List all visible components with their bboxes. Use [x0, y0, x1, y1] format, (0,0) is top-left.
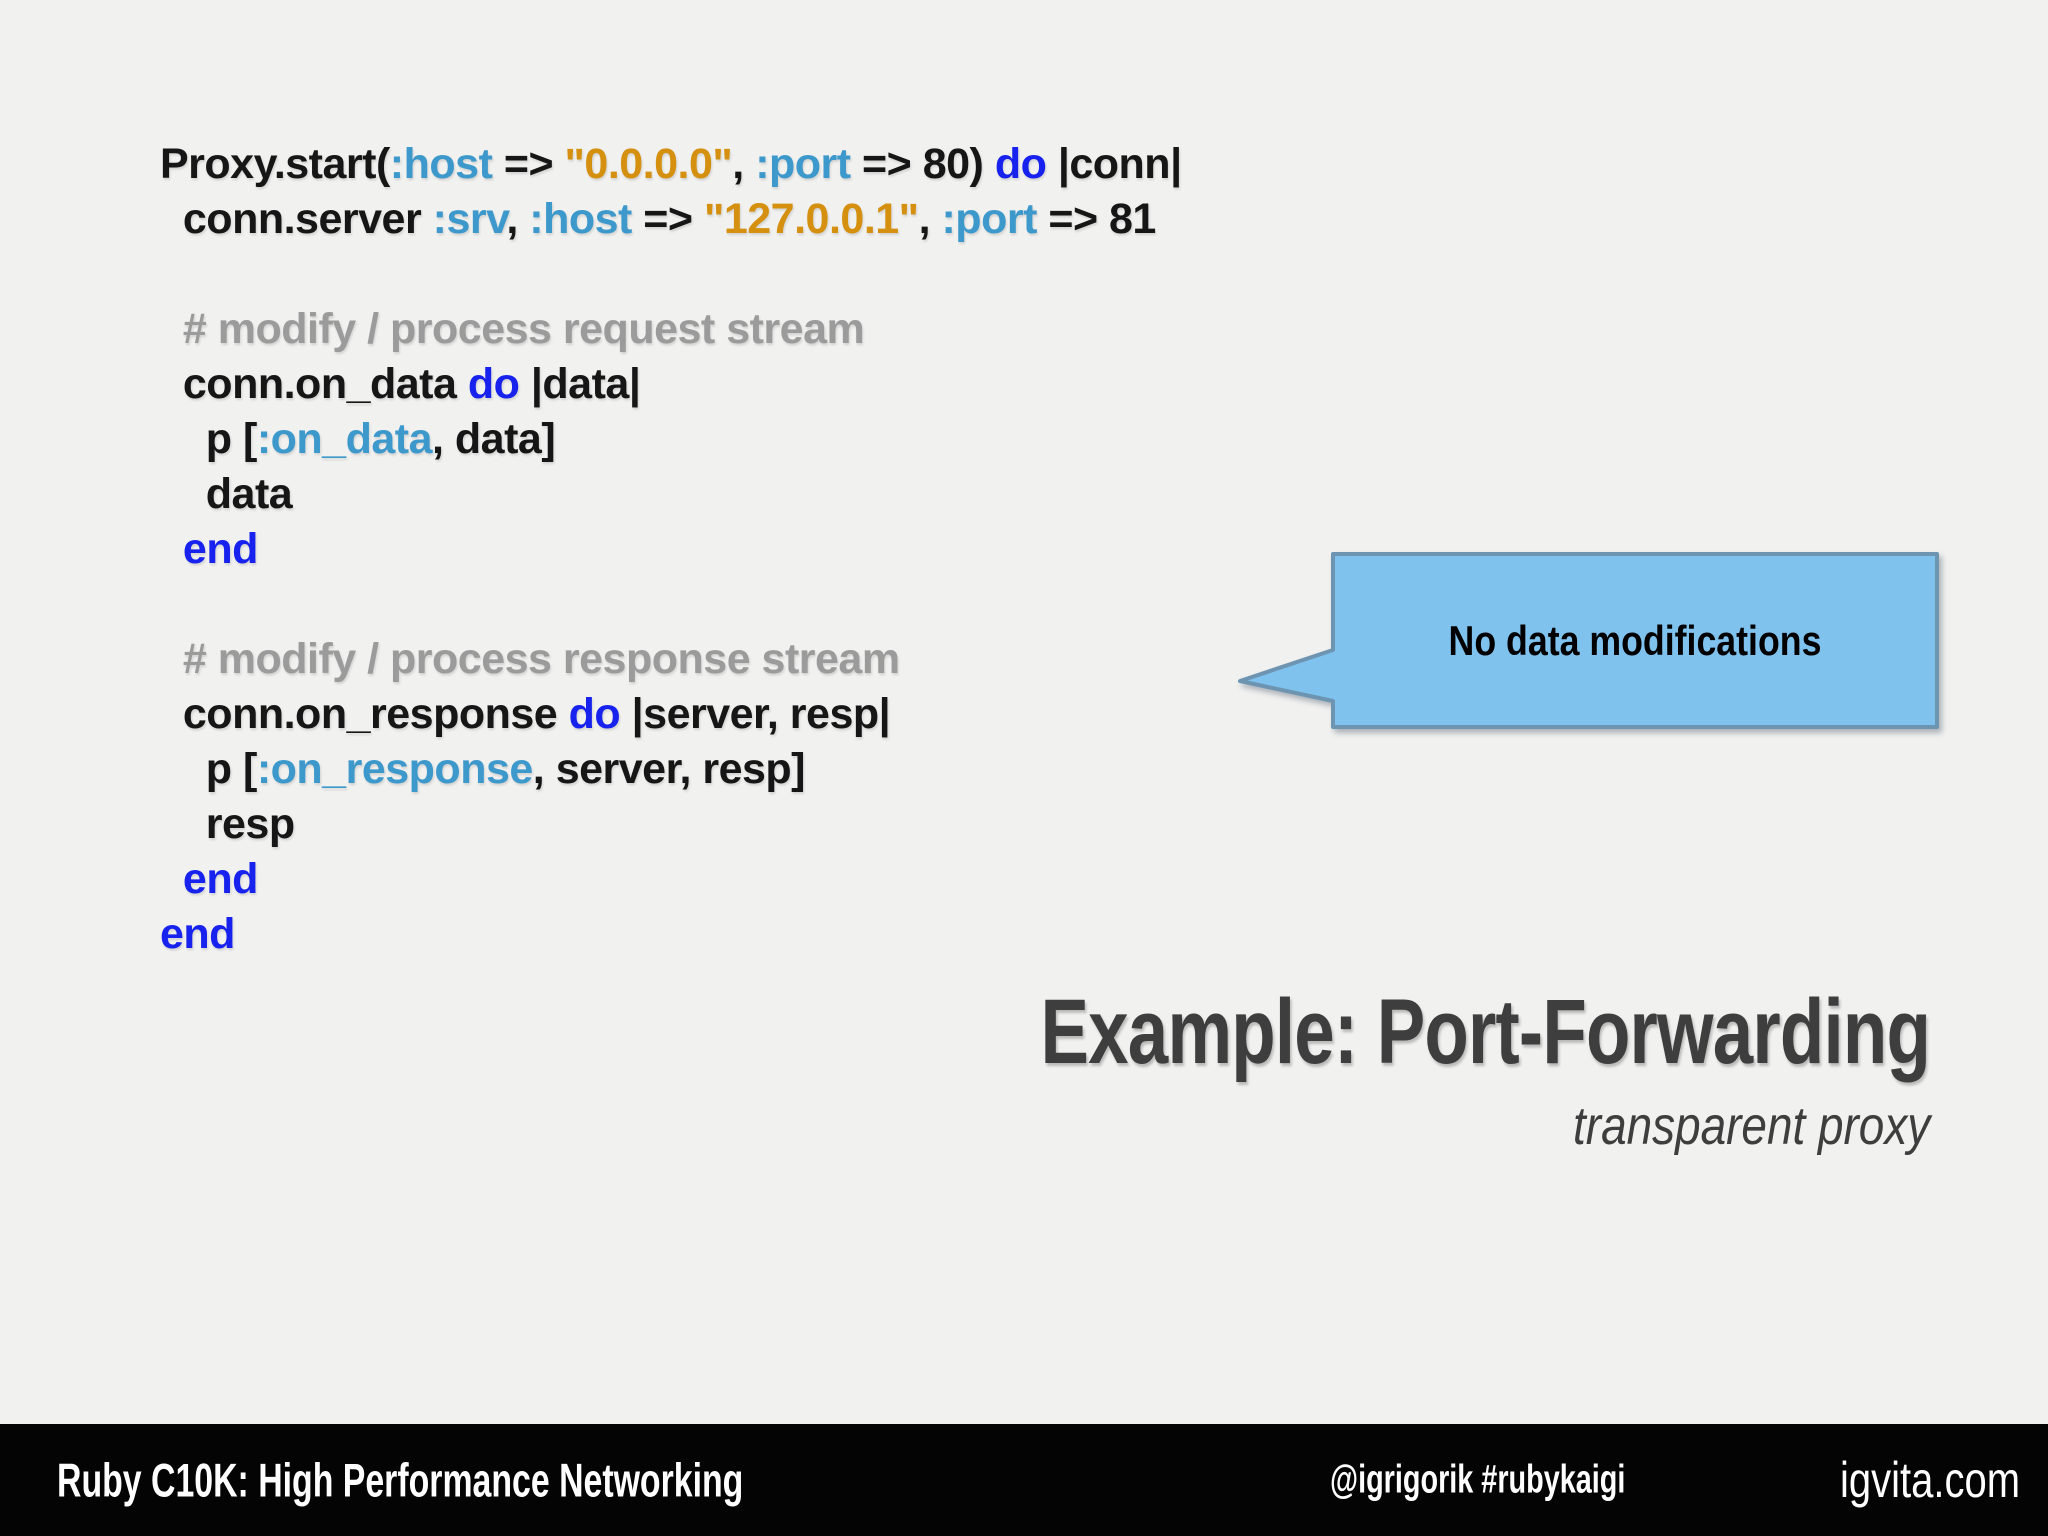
code-segment: :on_data — [256, 415, 433, 463]
code-line: end — [160, 907, 1182, 962]
code-segment: do — [994, 140, 1047, 188]
code-segment: , data] — [432, 415, 556, 463]
code-line: data — [160, 467, 1182, 522]
code-segment: conn.on_data — [160, 360, 468, 408]
code-line: end — [160, 852, 1182, 907]
code-segment — [160, 855, 183, 903]
code-segment: conn.on_response — [160, 690, 569, 738]
code-segment: "0.0.0.0" — [564, 140, 733, 188]
code-segment: |conn| — [1046, 140, 1182, 188]
slide-title: Example: Port-Forwarding — [1040, 981, 1930, 1083]
code-segment: data — [160, 470, 293, 518]
code-segment: => 81 — [1036, 195, 1156, 243]
code-line: resp — [160, 797, 1182, 852]
code-segment: |server, resp| — [620, 690, 891, 738]
code-line: conn.server :srv, :host => "127.0.0.1", … — [160, 192, 1182, 247]
code-line: # modify / process response stream — [160, 632, 1182, 687]
code-line — [160, 247, 1182, 302]
code-segment: :on_response — [256, 745, 533, 793]
code-segment: , server, resp] — [532, 745, 806, 793]
code-line: p [:on_response, server, resp] — [160, 742, 1182, 797]
slide-subtitle: transparent proxy — [1572, 1096, 1930, 1156]
code-segment: => 80) — [850, 140, 995, 188]
callout-label: No data modifications — [1448, 616, 1822, 664]
code-segment: :port — [941, 195, 1037, 243]
footer-bar: Ruby C10K: High Performance Networking @… — [0, 1424, 2048, 1536]
code-segment: p [ — [160, 745, 258, 793]
code-segment: end — [182, 855, 258, 903]
code-line: conn.on_data do |data| — [160, 357, 1182, 412]
code-block: Proxy.start(:host => "0.0.0.0", :port =>… — [160, 137, 1182, 962]
footer-handle-hashtag: @igrigorik #rubykaigi — [1330, 1457, 1626, 1502]
code-segment: => — [631, 195, 704, 243]
code-line: Proxy.start(:host => "0.0.0.0", :port =>… — [160, 137, 1182, 192]
code-segment: Proxy.start( — [160, 140, 390, 188]
code-segment: # modify / process response stream — [160, 635, 900, 683]
code-segment: :port — [755, 140, 851, 188]
code-segment: |data| — [519, 360, 641, 408]
code-segment: "127.0.0.1" — [703, 195, 919, 243]
code-line: conn.on_response do |server, resp| — [160, 687, 1182, 742]
footer-presentation-title: Ruby C10K: High Performance Networking — [57, 1453, 744, 1507]
callout-shape — [1238, 552, 1939, 729]
code-line: p [:on_data, data] — [160, 412, 1182, 467]
code-segment: resp — [160, 800, 295, 848]
code-segment — [160, 525, 183, 573]
code-segment: :srv — [432, 195, 507, 243]
code-segment: :host — [389, 140, 493, 188]
callout-bubble — [1238, 552, 1939, 729]
code-segment: p [ — [160, 415, 258, 463]
code-segment: end — [160, 910, 235, 958]
code-line — [160, 577, 1182, 632]
code-line: end — [160, 522, 1182, 577]
code-line: # modify / process request stream — [160, 302, 1182, 357]
code-segment: :host — [529, 195, 632, 243]
footer-site-logo: igvita.com — [1839, 1452, 2020, 1508]
code-segment: , — [506, 195, 530, 243]
code-segment: , — [732, 140, 756, 188]
code-segment: do — [467, 360, 520, 408]
code-segment: # modify / process request stream — [160, 305, 865, 353]
code-segment: , — [918, 195, 942, 243]
code-segment: do — [568, 690, 621, 738]
code-segment: end — [182, 525, 258, 573]
code-segment: conn.server — [160, 195, 433, 243]
code-segment: => — [492, 140, 565, 188]
